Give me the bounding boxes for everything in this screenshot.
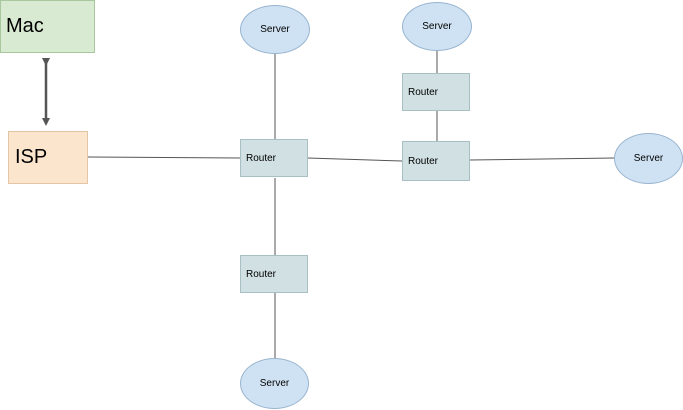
router-right-label: Router [408,155,439,167]
mac-box: Mac [0,0,95,53]
router-bottom: Router [240,255,308,293]
server-top: Server [240,5,310,54]
isp-label: ISP [15,146,48,168]
server-right-label: Server [633,153,664,164]
server-top-label: Server [260,24,290,35]
server-bottom-label: Server [259,378,290,389]
server-top-right: Server [402,2,472,51]
server-bottom: Server [240,358,309,409]
isp-box: ISP [8,131,88,184]
router-right-top: Router [402,73,470,111]
router-right-top-label: Router [408,86,439,98]
mac-label: Mac [6,15,44,37]
edge-router-center-router-right [307,157,403,162]
router-center: Router [240,139,308,177]
server-top-right-label: Server [422,21,452,32]
edge-router-right-server-right [469,157,615,161]
edge-isp-router-center [87,156,241,159]
router-right: Router [402,141,470,181]
server-right: Server [614,133,683,184]
router-center-label: Router [246,152,277,164]
router-bottom-label: Router [246,268,277,280]
